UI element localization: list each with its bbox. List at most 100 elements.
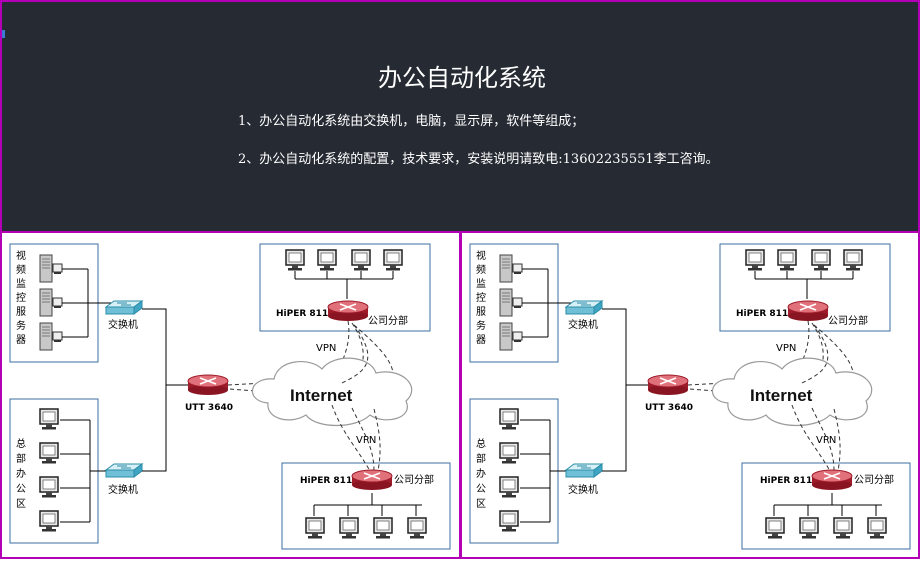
switch-label-top: 交换机	[568, 318, 598, 331]
vpn-dashed-line	[801, 324, 829, 384]
computer-icon	[339, 517, 359, 539]
computer-icon	[745, 249, 765, 271]
video-group-label-char: 频	[16, 263, 26, 276]
page-title: 办公自动化系统	[378, 64, 546, 92]
computer-icon	[39, 442, 59, 464]
switch-label-top: 交换机	[108, 318, 138, 331]
branch-top-router-label: HiPER 811	[276, 309, 328, 319]
computer-icon	[799, 517, 819, 539]
office-group-label-char: 区	[476, 498, 486, 510]
office-group-label-char: 办	[476, 467, 486, 480]
video-group-label-char: 器	[16, 334, 26, 346]
video-group-label-char: 务	[16, 319, 26, 332]
video-group-label-char: 监	[16, 277, 26, 290]
office-group-label-char: 总	[16, 437, 26, 450]
vpn-dashed-line	[791, 404, 831, 472]
text-cursor-marker	[2, 30, 5, 38]
video-group-label-char: 视	[16, 249, 26, 262]
branch-bottom-links	[773, 493, 882, 516]
vpn-label-bottom: VPN	[816, 435, 836, 446]
office-group-label-char: 总	[476, 437, 486, 450]
office-group-label-char: 公	[476, 484, 486, 495]
video-group-label-char: 务	[476, 319, 486, 332]
server-icon	[499, 288, 523, 317]
vpn-dashed-line	[331, 404, 371, 472]
branch-top-router-label: HiPER 811	[736, 309, 788, 319]
computer-icon	[765, 517, 785, 539]
vpn-label-bottom: VPN	[356, 435, 376, 446]
computer-icon	[407, 517, 427, 539]
computer-icon	[843, 249, 863, 271]
server-icon	[499, 322, 523, 351]
branch-top-links	[294, 271, 394, 299]
switch-icon	[104, 300, 144, 315]
computer-icon	[499, 476, 519, 498]
internet-cloud	[251, 357, 413, 426]
branch-bottom-links	[313, 493, 422, 516]
office-link-lines	[60, 419, 108, 523]
office-group-label-char: 办	[16, 467, 26, 480]
branch-bottom-group-box	[281, 462, 451, 550]
vpn-dashed-line	[811, 407, 835, 472]
office-group-label-char: 部	[16, 452, 26, 465]
computer-icon	[383, 249, 403, 271]
computer-icon	[285, 249, 305, 271]
computer-icon	[833, 517, 853, 539]
video-group-label-char: 视	[476, 249, 486, 262]
router-icon	[351, 469, 393, 490]
server-link-lines	[522, 268, 574, 338]
router-icon	[187, 374, 229, 395]
branch-top-label: 公司分部	[368, 314, 408, 327]
core-router-label: UTT 3640	[645, 403, 693, 413]
branch-top-label: 公司分部	[828, 314, 868, 327]
branch-bottom-router-label: HiPER 811	[760, 476, 812, 486]
computer-icon	[811, 249, 831, 271]
vpn-dashed-line	[373, 408, 381, 472]
computer-icon	[39, 510, 59, 532]
header-banner	[0, 0, 920, 231]
computer-icon	[373, 517, 393, 539]
description-line-1: 1、办公自动化系统由交换机，电脑，显示屏，软件等组成；	[238, 114, 585, 129]
branch-bottom-label: 公司分部	[394, 473, 434, 486]
server-icon	[39, 254, 63, 283]
computer-icon	[867, 517, 887, 539]
video-group-label-char: 频	[476, 263, 486, 276]
internet-cloud	[711, 357, 873, 426]
video-group-label-char: 器	[476, 334, 486, 346]
video-group-label-char: 服	[476, 306, 486, 318]
vpn-dashed-line	[341, 324, 369, 384]
server-icon	[499, 254, 523, 283]
office-link-lines	[520, 419, 568, 523]
switch-icon	[564, 300, 604, 315]
video-group-label-char: 控	[476, 291, 486, 304]
computer-icon	[499, 408, 519, 430]
computer-icon	[39, 476, 59, 498]
video-group-label-char: 服	[16, 306, 26, 318]
server-link-lines	[62, 268, 114, 338]
core-link-lines	[142, 308, 188, 472]
server-icon	[39, 322, 63, 351]
office-group-label-char: 区	[16, 498, 26, 510]
router-icon	[811, 469, 853, 490]
computer-icon	[499, 442, 519, 464]
video-group-label-char: 监	[476, 277, 486, 290]
core-router-label: UTT 3640	[185, 403, 233, 413]
computer-icon	[499, 510, 519, 532]
office-group-label-char: 公	[16, 484, 26, 495]
office-group-label-char: 部	[476, 452, 486, 465]
core-link-lines	[602, 308, 648, 472]
switch-icon	[564, 463, 604, 478]
branch-bottom-label: 公司分部	[854, 473, 894, 486]
branch-top-links	[754, 271, 854, 299]
branch-top-group-box	[259, 243, 431, 332]
switch-label-bottom: 交换机	[568, 483, 598, 496]
server-icon	[39, 288, 63, 317]
switch-icon	[104, 463, 144, 478]
computer-icon	[777, 249, 797, 271]
computer-icon	[305, 517, 325, 539]
branch-top-group-box	[719, 243, 891, 332]
